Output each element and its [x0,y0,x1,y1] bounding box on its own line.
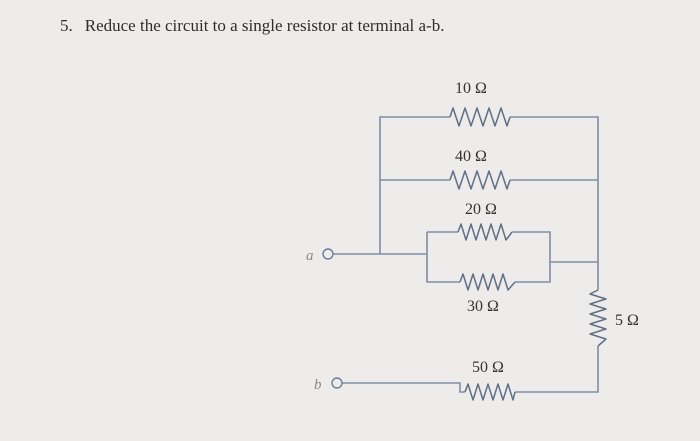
problem-statement: 5. Reduce the circuit to a single resisto… [60,16,444,36]
wire-box-left [380,231,460,283]
terminal-b-label: b [314,377,322,393]
terminal-a[interactable] [322,248,334,260]
resistor-50-symbol [464,383,516,401]
wire-top-left [379,116,450,254]
problem-text: Reduce the circuit to a single resistor … [84,16,445,35]
resistor-10-symbol [449,107,511,127]
wire-terminal-b [342,382,465,393]
terminals: a b [306,248,343,393]
resistor-40-label: 40 Ω [455,148,487,165]
resistor-50-label: 50 Ω [472,359,504,376]
resistor-labels: 10 Ω 40 Ω 20 Ω 30 Ω 5 Ω 50 Ω [455,80,639,376]
resistor-5-label: 5 Ω [615,312,639,329]
wires [333,116,599,393]
resistors [449,107,607,401]
resistor-5-symbol [589,289,607,347]
terminal-b[interactable] [331,377,343,389]
resistor-10-label: 10 Ω [455,80,487,97]
resistor-20-symbol [457,223,513,241]
terminal-a-label: a [306,248,314,264]
wire-5-bottom [515,346,599,393]
resistor-20-label: 20 Ω [465,201,497,218]
wire-box-right [512,231,598,283]
resistor-40-symbol [449,170,511,190]
wire-top-right [510,116,599,290]
resistor-30-symbol [459,273,516,291]
resistor-30-label: 30 Ω [467,298,499,315]
problem-number: 5. [60,16,73,35]
